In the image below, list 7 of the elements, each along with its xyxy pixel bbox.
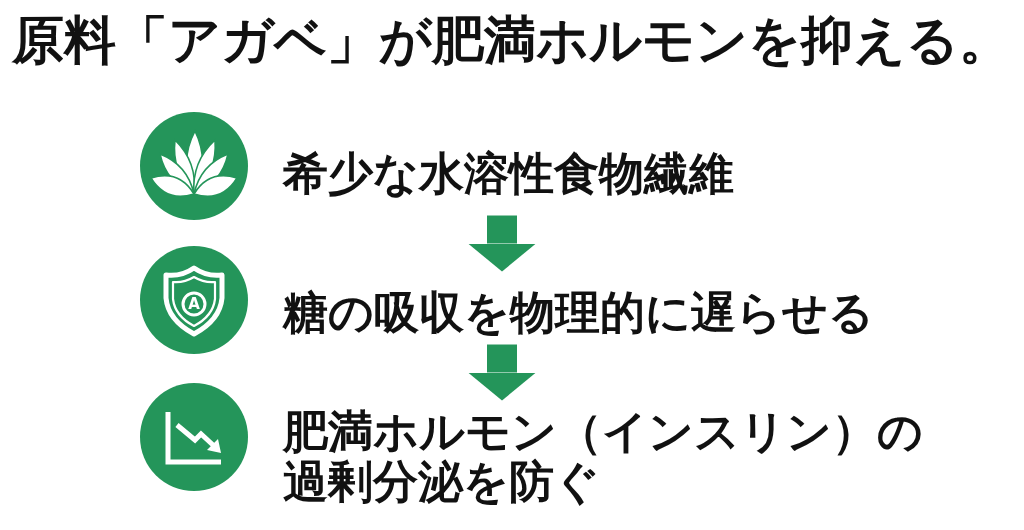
title: 原料「アガベ」が肥満ホルモンを抑える。 xyxy=(12,10,1011,70)
step-text: 肥満ホルモン（インスリン）の過剰分泌を防ぐ xyxy=(283,407,927,507)
block-arrow xyxy=(468,344,536,401)
shield-letter: A xyxy=(188,296,200,312)
block-arrow xyxy=(468,215,536,272)
step-text: 希少な水溶性食物繊維 xyxy=(283,149,927,199)
step-text: 糖の吸収を物理的に遅らせる xyxy=(283,288,927,338)
